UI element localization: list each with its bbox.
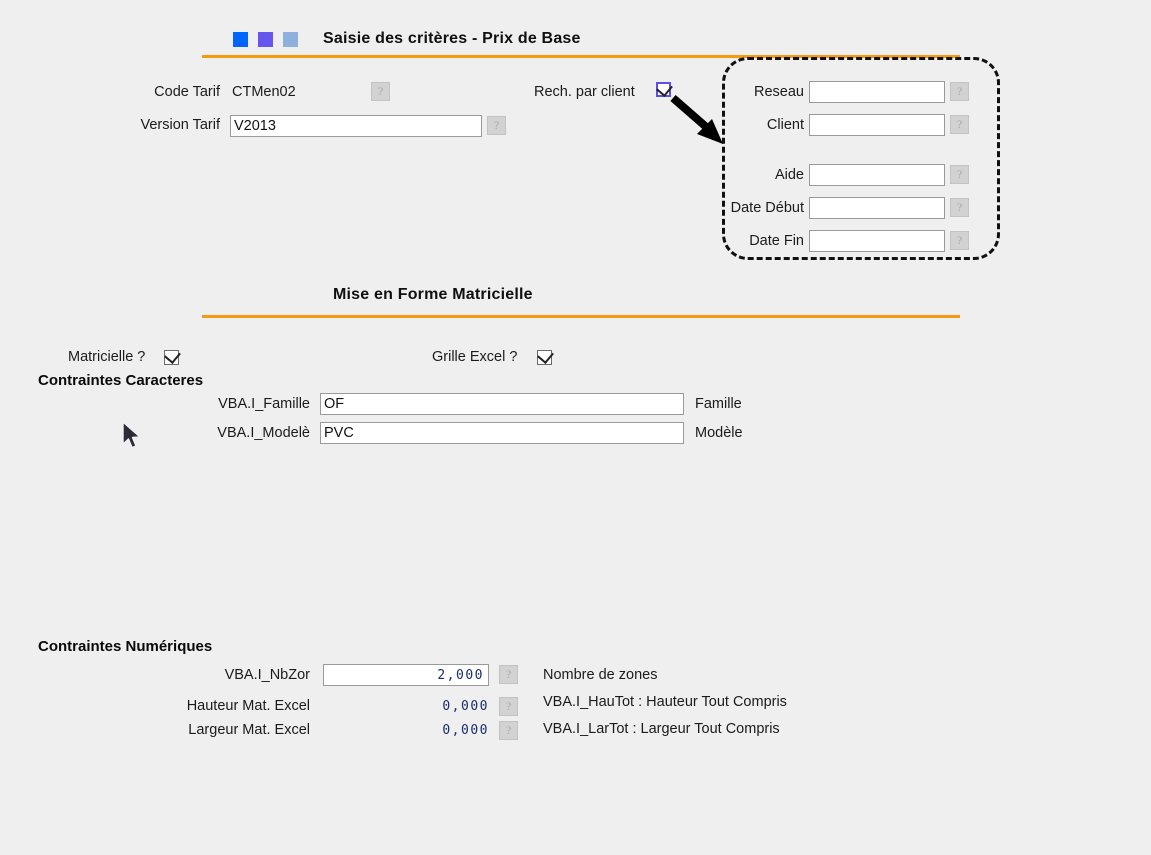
hauteur-mat-excel-value: 0,000: [442, 699, 489, 714]
contraintes-caracteres-title: Contraintes Caracteres: [38, 372, 204, 389]
vba-modele-description: Modèle: [695, 425, 743, 441]
header-square-blue: [233, 32, 248, 50]
reseau-input[interactable]: [809, 81, 945, 103]
largeur-mat-excel-label: Largeur Mat. Excel: [188, 722, 310, 738]
largeur-mat-excel-description: VBA.I_LarTot : Largeur Tout Compris: [543, 721, 780, 737]
reseau-help-button[interactable]: ?: [950, 82, 969, 101]
aide-help-button[interactable]: ?: [950, 165, 969, 184]
header-square-violet: [258, 32, 273, 50]
reseau-label: Reseau: [754, 84, 804, 100]
vba-famille-description: Famille: [695, 396, 742, 412]
version-tarif-input[interactable]: [230, 115, 482, 137]
date-debut-input[interactable]: [809, 197, 945, 219]
date-fin-label: Date Fin: [749, 233, 804, 249]
matricielle-label: Matricielle ?: [68, 349, 146, 365]
hauteur-mat-excel-description: VBA.I_HauTot : Hauteur Tout Compris: [543, 694, 787, 710]
code-tarif-label: Code Tarif: [154, 84, 220, 100]
code-tarif-help-button[interactable]: ?: [371, 82, 390, 101]
vba-famille-input[interactable]: [320, 393, 684, 415]
version-tarif-label: Version Tarif: [140, 117, 220, 133]
mouse-cursor-icon: [122, 422, 144, 452]
code-tarif-value: CTMen02: [232, 84, 296, 100]
aide-input[interactable]: [809, 164, 945, 186]
date-fin-help-button[interactable]: ?: [950, 231, 969, 250]
matricielle-section-title: Mise en Forme Matricielle: [333, 286, 533, 303]
rech-par-client-label: Rech. par client: [534, 84, 635, 100]
grille-excel-label: Grille Excel ?: [432, 349, 518, 365]
matricielle-checkbox[interactable]: [164, 346, 181, 368]
vba-modele-label: VBA.I_Modelè: [217, 425, 310, 441]
hauteur-mat-excel-label: Hauteur Mat. Excel: [186, 698, 310, 714]
grille-excel-checkbox[interactable]: [537, 346, 554, 368]
contraintes-numeriques-title: Contraintes Numériques: [38, 638, 213, 655]
rech-par-client-checkbox[interactable]: [656, 79, 673, 100]
vba-modele-input[interactable]: [320, 422, 684, 444]
client-help-button[interactable]: ?: [950, 115, 969, 134]
annotation-arrow: [665, 92, 735, 154]
vba-famille-label: VBA.I_Famille: [218, 396, 310, 412]
vba-nbzor-help-button[interactable]: ?: [499, 665, 518, 684]
largeur-mat-excel-value: 0,000: [442, 723, 489, 738]
client-input[interactable]: [809, 114, 945, 136]
date-debut-help-button[interactable]: ?: [950, 198, 969, 217]
page-title: Saisie des critères - Prix de Base: [323, 30, 581, 47]
vba-nbzor-input[interactable]: [323, 664, 489, 686]
largeur-mat-excel-help-button[interactable]: ?: [499, 721, 518, 740]
date-debut-label: Date Début: [730, 200, 804, 216]
aide-label: Aide: [774, 167, 804, 183]
date-fin-input[interactable]: [809, 230, 945, 252]
vba-nbzor-description: Nombre de zones: [543, 667, 658, 683]
matricielle-divider-rule: [202, 315, 960, 318]
vba-nbzor-label: VBA.I_NbZor: [224, 667, 310, 683]
hauteur-mat-excel-help-button[interactable]: ?: [499, 697, 518, 716]
client-label: Client: [766, 117, 804, 133]
version-tarif-help-button[interactable]: ?: [487, 116, 506, 135]
header-divider-rule: [202, 55, 960, 58]
header-square-light-blue: [283, 32, 298, 50]
